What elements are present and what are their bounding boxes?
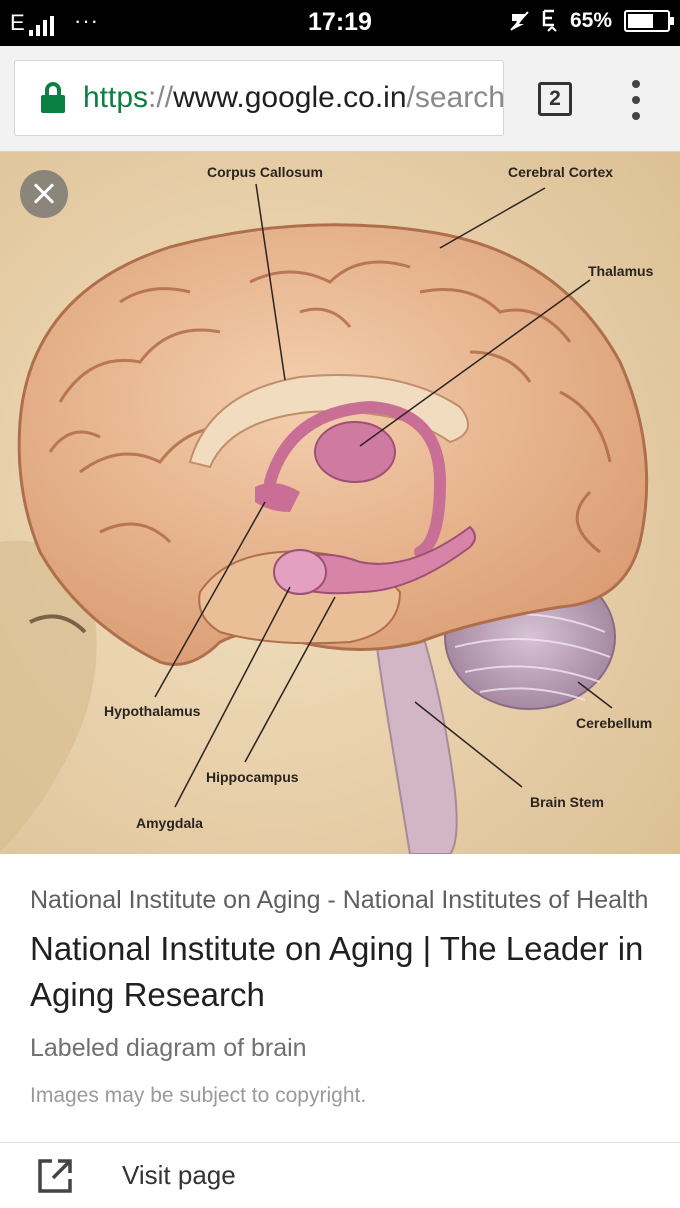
open-external-icon: [38, 1158, 72, 1193]
thalamus: [314, 421, 396, 483]
leader-lines: [154, 183, 613, 808]
url-host: www.google.co.in: [173, 81, 407, 114]
more-notifications-icon: ···: [74, 8, 99, 33]
label-corpus-callosum: Corpus Callosum: [207, 164, 323, 180]
clock: 17:19: [308, 8, 372, 36]
vibrate-off-icon: [510, 11, 529, 31]
battery-icon: [624, 10, 674, 32]
signal-icon: [28, 16, 54, 36]
result-description: Labeled diagram of brain: [30, 1034, 307, 1062]
data-arrows-icon: [542, 9, 557, 32]
image-preview[interactable]: Corpus Callosum Cerebral Cortex Thalamus…: [0, 152, 680, 854]
face-silhouette: [0, 540, 97, 852]
url-bar[interactable]: https://www.google.co.in/search: [14, 60, 504, 136]
url-separator: ://: [148, 81, 174, 114]
close-icon[interactable]: [20, 170, 68, 218]
label-brain-stem: Brain Stem: [530, 794, 604, 810]
status-right: 65%: [508, 9, 674, 33]
lock-icon[interactable]: [39, 82, 67, 114]
label-thalamus: Thalamus: [588, 263, 654, 279]
overflow-menu-icon[interactable]: [626, 80, 646, 120]
result-title[interactable]: National Institute on Aging | The Leader…: [30, 930, 644, 1013]
network-indicator: E: [10, 10, 54, 36]
gyri: [48, 260, 612, 554]
corpus-callosum: [188, 374, 469, 469]
network-type: E: [10, 10, 25, 35]
fornix: [264, 400, 447, 558]
browser-toolbar: https://www.google.co.in/search 2: [0, 46, 680, 152]
result-info: National Institute on Aging - National I…: [0, 854, 680, 1142]
label-amygdala: Amygdala: [136, 815, 203, 831]
visit-page-label: Visit page: [122, 1160, 236, 1190]
eye-line: [29, 614, 87, 634]
status-bar: E ··· 17:19 65%: [0, 0, 680, 46]
brain-diagram: Corpus Callosum Cerebral Cortex Thalamus…: [0, 152, 680, 854]
url-path: /search: [406, 81, 504, 114]
amygdala: [273, 549, 327, 595]
url-text[interactable]: https://www.google.co.in/search: [83, 81, 504, 115]
label-hippocampus: Hippocampus: [206, 769, 299, 785]
battery-fill: [628, 14, 653, 28]
divider: [0, 1142, 680, 1143]
url-scheme: https: [83, 81, 149, 114]
label-cerebral-cortex: Cerebral Cortex: [508, 164, 613, 180]
brain-stem: [373, 627, 458, 854]
visit-page-button[interactable]: Visit page: [0, 1143, 680, 1208]
battery-percent: 65%: [569, 9, 612, 32]
tab-switcher-button[interactable]: 2: [538, 82, 572, 116]
result-source[interactable]: National Institute on Aging - National I…: [30, 886, 649, 914]
copyright-notice: Images may be subject to copyright.: [30, 1084, 367, 1107]
hypothalamus: [255, 483, 300, 512]
cerebellum-folds: [454, 613, 611, 701]
label-hypothalamus: Hypothalamus: [104, 703, 201, 719]
hippocampus: [284, 525, 476, 595]
label-cerebellum: Cerebellum: [576, 715, 652, 731]
